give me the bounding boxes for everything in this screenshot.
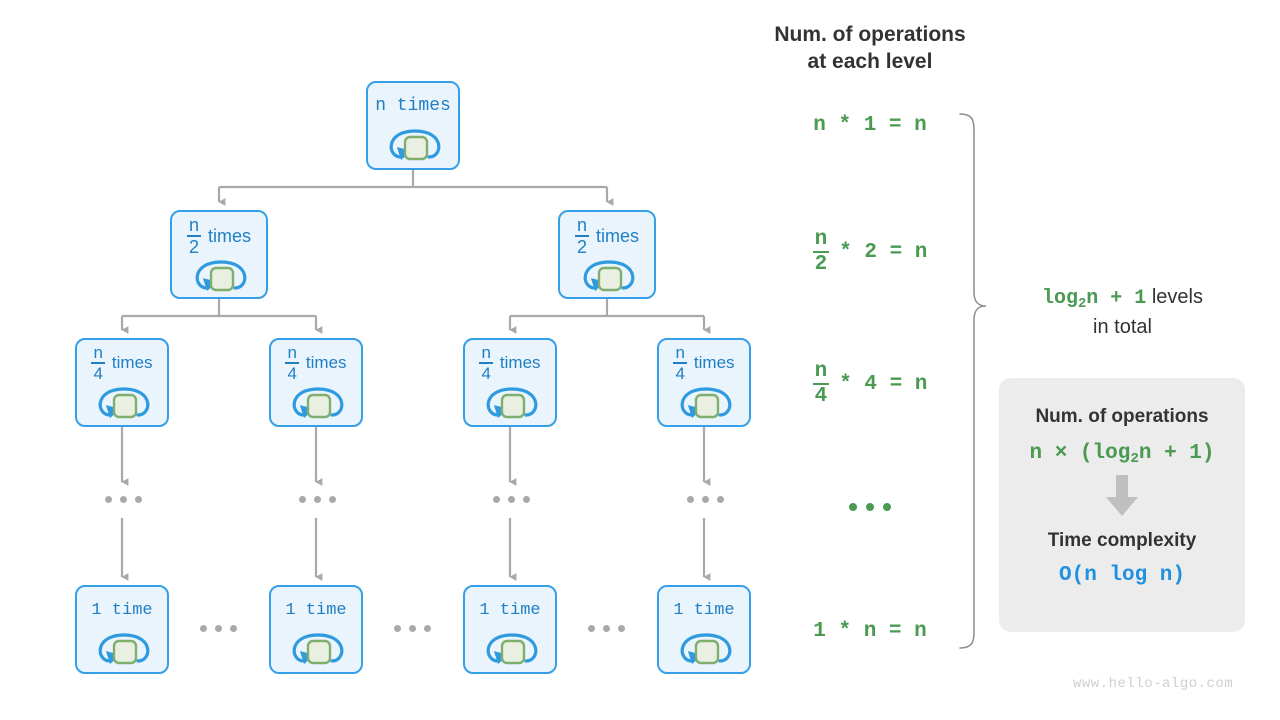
title-line-2: at each level: [807, 49, 933, 73]
vertical-ellipsis: [493, 496, 530, 503]
node-label: n 4 times: [285, 343, 347, 383]
levels-word: levels: [1151, 286, 1203, 308]
node-label: n times: [375, 96, 451, 116]
tree-node-root: n times: [366, 81, 460, 170]
node-label: n 2 times: [186, 215, 252, 257]
fraction: n 2: [186, 215, 201, 257]
loop-icon: [672, 381, 740, 423]
fraction: n 4: [285, 343, 299, 383]
loop-icon: [187, 254, 255, 296]
equation-rest: * 4 = n: [839, 372, 928, 396]
node-label: n 4 times: [479, 343, 541, 383]
vertical-ellipsis: [299, 496, 336, 503]
equation-level-2: n 2 * 2 = n: [770, 228, 970, 276]
loop-icon: [478, 627, 546, 669]
horizontal-ellipsis: [394, 625, 431, 632]
card-formula-operations: n × (log2n + 1): [1029, 442, 1215, 467]
tree-node-l4b: 1 time: [269, 585, 363, 674]
fraction: n 2: [574, 215, 589, 257]
card-formula-complexity: O(n log n): [1058, 564, 1186, 587]
loop-icon: [284, 627, 352, 669]
levels-formula: log2n + 1: [1042, 287, 1147, 312]
tree-node-l2b: n 2 times: [558, 210, 656, 299]
node-label: 1 time: [673, 600, 735, 620]
node-label: n 4 times: [673, 343, 735, 383]
fraction: n 4: [812, 360, 830, 408]
down-arrow-icon: [1104, 475, 1140, 522]
tree-node-l3c: n 4 times: [463, 338, 557, 427]
title-line-1: Num. of operations: [774, 23, 966, 46]
vertical-ellipsis: [687, 496, 724, 503]
fraction: n 4: [673, 343, 687, 383]
loop-icon: [575, 254, 643, 296]
node-label: 1 time: [479, 600, 541, 620]
levels-in-total-note: log2n + 1 levels in total: [1005, 283, 1240, 342]
loop-icon: [90, 627, 158, 669]
equation-level-1: n * 1 = n: [770, 110, 970, 140]
loop-icon: [90, 381, 158, 423]
node-label: 1 time: [285, 600, 347, 620]
node-label: n 2 times: [574, 215, 640, 257]
tree-node-l4a: 1 time: [75, 585, 169, 674]
equation-text: n * 1 = n: [813, 113, 927, 137]
equation-level-3: n 4 * 4 = n: [770, 360, 970, 408]
horizontal-ellipsis: [588, 625, 625, 632]
fraction: n 4: [479, 343, 493, 383]
equation-rest: * 2 = n: [839, 240, 928, 264]
vertical-ellipsis: [105, 496, 142, 503]
tree-node-l2a: n 2 times: [170, 210, 268, 299]
fraction: n 4: [91, 343, 105, 383]
tree-node-l4d: 1 time: [657, 585, 751, 674]
loop-icon: [478, 381, 546, 423]
tree-node-l3d: n 4 times: [657, 338, 751, 427]
equation-ellipsis: [849, 503, 900, 511]
operations-column-title: Num. of operations at each level: [745, 22, 995, 76]
equation-text: 1 * n = n: [813, 619, 927, 643]
tree-node-l3a: n 4 times: [75, 338, 169, 427]
loop-icon: [381, 123, 449, 165]
equation-level-last: 1 * n = n: [770, 616, 970, 646]
horizontal-ellipsis: [200, 625, 237, 632]
loop-icon: [672, 627, 740, 669]
card-heading-operations: Num. of operations: [1035, 406, 1209, 427]
tree-node-l3b: n 4 times: [269, 338, 363, 427]
levels-line-1: log2n + 1 levels: [1005, 283, 1240, 313]
levels-line-2: in total: [1093, 316, 1152, 338]
fraction: n 2: [812, 228, 830, 276]
summary-card: Num. of operations n × (log2n + 1) Time …: [999, 378, 1245, 632]
loop-icon: [284, 381, 352, 423]
card-heading-complexity: Time complexity: [1047, 530, 1197, 551]
tree-node-l4c: 1 time: [463, 585, 557, 674]
node-label: n 4 times: [91, 343, 153, 383]
watermark: www.hello-algo.com: [1073, 676, 1234, 692]
node-label: 1 time: [91, 600, 153, 620]
